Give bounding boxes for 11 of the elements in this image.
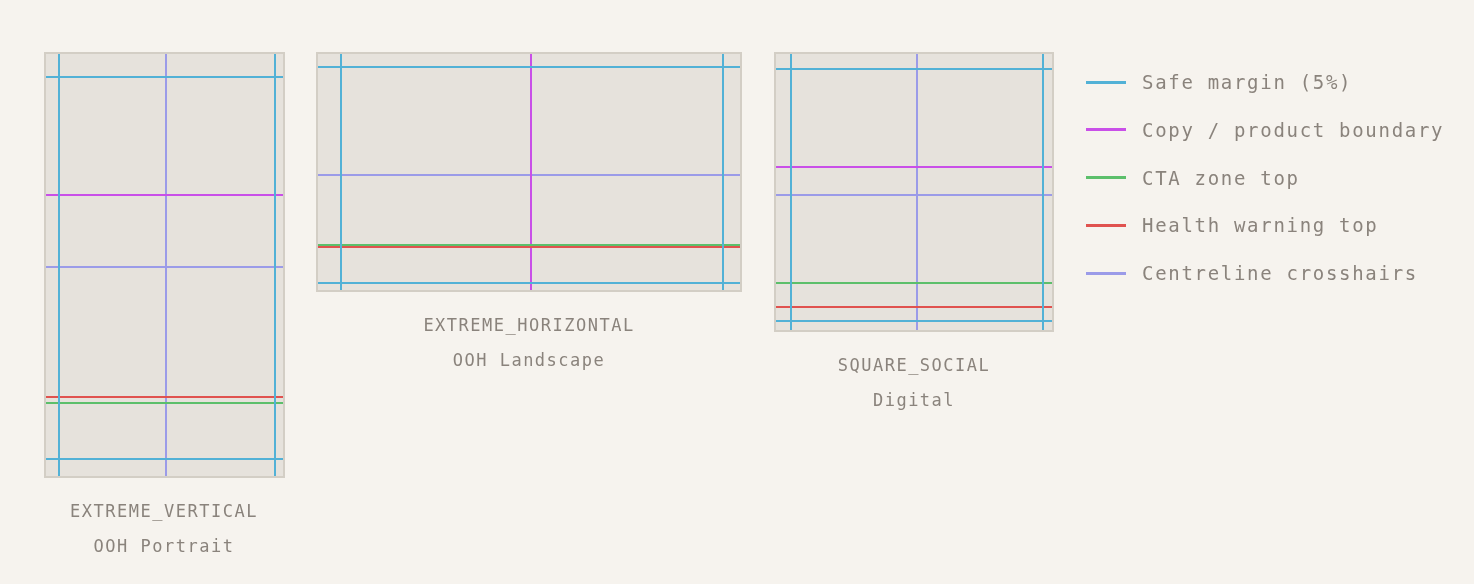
- legend-label: Health warning top: [1142, 214, 1379, 237]
- legend-label: Centreline crosshairs: [1142, 262, 1418, 285]
- panel-caption: EXTREME_VERTICAL: [70, 501, 258, 521]
- legend-label: Copy / product boundary: [1142, 118, 1445, 141]
- panel-caption: SQUARE_SOCIAL: [837, 355, 991, 375]
- panel-caption: OOH Landscape: [452, 350, 606, 370]
- legend-label: Safe margin (5%): [1142, 71, 1353, 93]
- panel-caption: OOH Portrait: [93, 536, 235, 556]
- panel-caption: EXTREME_HORIZONTAL: [423, 315, 635, 335]
- panel-caption: Digital: [872, 390, 956, 410]
- legend-label: CTA zone top: [1142, 166, 1300, 189]
